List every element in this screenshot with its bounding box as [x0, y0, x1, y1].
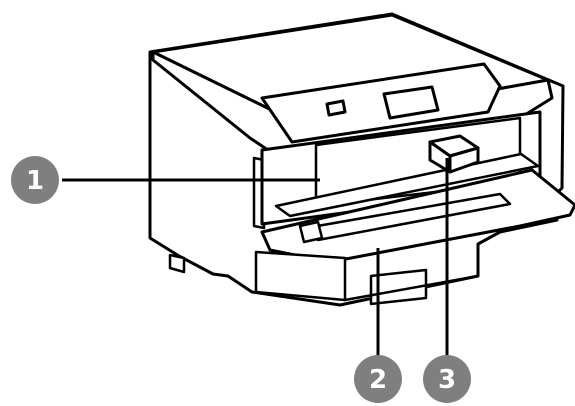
callout-2-number: 2	[369, 365, 387, 395]
callout-3-number: 3	[438, 365, 456, 395]
power-button	[327, 101, 345, 115]
edge-guide	[300, 222, 322, 242]
printer-illustration	[150, 14, 575, 305]
paper-cassette	[256, 252, 345, 300]
callout-1: 1	[11, 156, 59, 204]
callout-2: 2	[354, 355, 402, 403]
callout-3: 3	[423, 355, 471, 403]
callout-1-number: 1	[26, 166, 44, 196]
base-foot-left	[170, 255, 184, 272]
